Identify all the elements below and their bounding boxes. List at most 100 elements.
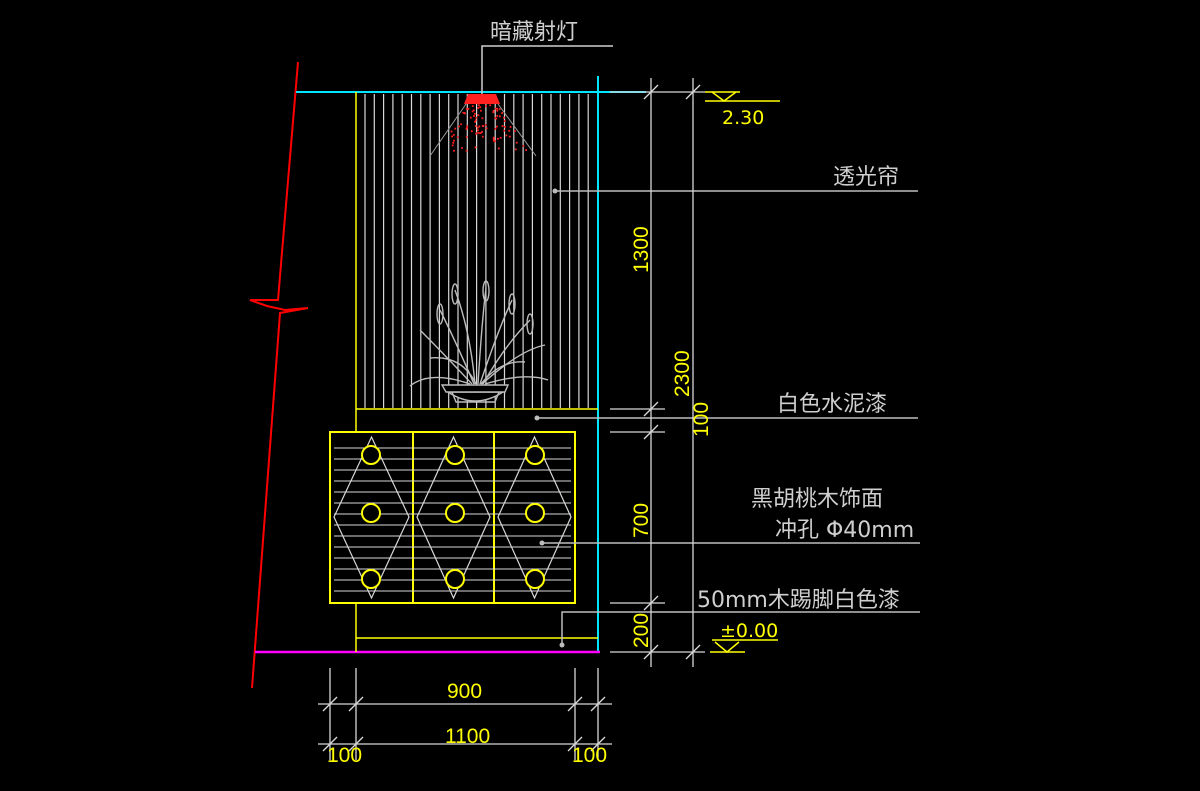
light-dot <box>451 144 454 147</box>
light-dot <box>481 125 484 127</box>
light-dot <box>501 125 504 127</box>
light-dot <box>477 107 480 109</box>
light-dot <box>477 114 480 117</box>
light-dot <box>476 126 479 129</box>
light-dot <box>508 135 511 138</box>
punched-hole <box>361 569 381 589</box>
light-dot <box>450 130 453 133</box>
light-dot <box>509 126 512 128</box>
dim-100-left: 100 <box>327 744 362 767</box>
white-cement-label: 白色水泥漆 <box>777 392 887 417</box>
dim-700: 700 <box>630 503 653 538</box>
plant-stem <box>480 361 526 385</box>
light-dot <box>489 104 492 107</box>
light-dot <box>492 138 495 141</box>
light-dot <box>494 140 496 143</box>
punched-hole <box>445 445 465 465</box>
light-dot <box>503 129 506 132</box>
plant-stem <box>477 287 487 385</box>
plant-stem <box>484 376 549 385</box>
walnut-label: 黑胡桃木饰面 <box>751 487 883 512</box>
plant-spike <box>436 303 444 325</box>
light-dot <box>465 107 468 110</box>
light-dot <box>474 119 477 122</box>
dim-1100: 1100 <box>445 725 490 748</box>
walnut-cabinet <box>329 431 576 604</box>
leader-dot <box>534 415 540 421</box>
potted-plant-icon <box>409 280 549 403</box>
light-dot <box>477 129 479 132</box>
punched-hole <box>525 503 545 523</box>
light-dot <box>494 107 497 110</box>
light-dot <box>497 137 499 140</box>
punched-hole <box>361 445 381 465</box>
spotlight-label: 暗藏射灯 <box>490 20 578 45</box>
light-dot <box>461 147 463 149</box>
light-dot <box>465 136 468 138</box>
light-dot <box>498 108 501 111</box>
light-dot <box>494 117 497 119</box>
light-dot <box>456 136 459 139</box>
light-dot <box>497 147 500 150</box>
leader-dot <box>559 642 565 648</box>
vertical-dimensions <box>610 78 705 667</box>
plant-stem <box>419 329 473 385</box>
light-dot <box>473 115 475 117</box>
callout-leaders <box>537 190 920 645</box>
light-dot <box>475 132 477 135</box>
light-ray <box>497 103 537 157</box>
punched-hole <box>525 445 545 465</box>
light-dot <box>496 107 498 110</box>
light-dot <box>478 104 480 107</box>
light-dot <box>485 127 488 130</box>
plant-stem <box>409 376 471 387</box>
light-dot <box>470 130 473 133</box>
light-dot <box>505 134 508 137</box>
level-top: 2.30 <box>722 107 764 129</box>
light-dot <box>474 146 477 149</box>
punched-holes <box>361 445 545 589</box>
light-dot <box>496 109 499 112</box>
door-diamond <box>416 435 491 600</box>
light-dot <box>525 149 527 151</box>
white-cement-band <box>355 408 598 432</box>
leader-dot <box>552 188 558 194</box>
light-dot <box>481 135 484 138</box>
light-dot <box>515 141 518 144</box>
light-dot <box>463 112 466 114</box>
plant-spike <box>508 293 516 315</box>
light-dot <box>484 124 487 126</box>
light-dot <box>499 115 501 118</box>
light-dot <box>454 127 457 130</box>
plant-spike <box>451 283 459 305</box>
dim-100-v: 100 <box>690 402 713 437</box>
light-dot <box>469 116 472 119</box>
light-dot <box>452 141 455 144</box>
dim-900: 900 <box>447 680 482 703</box>
elevation-mark-icon <box>710 639 778 653</box>
dim-1300: 1300 <box>630 226 653 273</box>
punch-label: 冲孔 Φ40mm <box>775 518 914 543</box>
light-ray <box>429 103 467 157</box>
light-dot <box>513 130 516 132</box>
light-dot <box>481 117 484 120</box>
punched-hole <box>445 503 465 523</box>
elevation-mark-icon <box>705 91 780 102</box>
light-dot <box>493 139 495 142</box>
light-dot <box>471 110 474 113</box>
recessed-spotlight-icon <box>429 94 537 157</box>
level-bottom: ±0.00 <box>720 620 778 642</box>
light-curtain <box>364 94 589 408</box>
light-dot <box>492 136 495 139</box>
light-dot <box>501 112 503 114</box>
light-dot <box>453 139 455 142</box>
light-dot <box>496 115 499 117</box>
plant-spike <box>526 313 534 335</box>
light-dot <box>451 135 453 138</box>
light-dot <box>458 125 460 128</box>
skirting-board <box>355 603 598 652</box>
light-dot <box>472 109 475 112</box>
plant-spike <box>482 280 490 302</box>
